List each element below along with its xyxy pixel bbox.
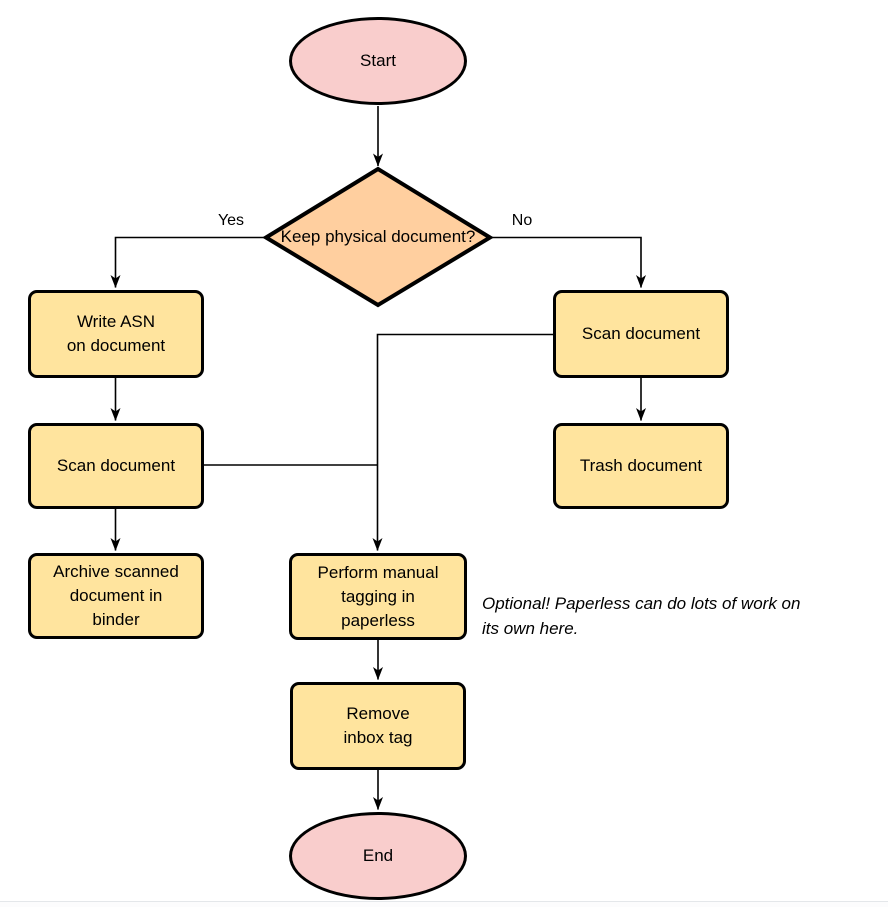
decision-diamond-shape xyxy=(262,166,494,308)
node-write-asn: Write ASN on document xyxy=(28,290,204,378)
edge-label-yes: Yes xyxy=(206,212,256,230)
node-perform-manual-tagging-label: Perform manual tagging in paperless xyxy=(317,562,439,630)
node-remove-inbox-tag-label: Remove inbox tag xyxy=(343,704,413,747)
edge-scan-right-to-perform-tagging xyxy=(372,333,553,551)
node-scan-document-left: Scan document xyxy=(28,423,204,509)
node-decision-label: Keep physical document? xyxy=(280,227,476,246)
node-scan-document-right-label: Scan document xyxy=(581,324,701,343)
node-start-label: Start xyxy=(360,51,396,70)
node-start: Start xyxy=(289,17,467,105)
node-trash-document: Trash document xyxy=(553,423,729,509)
node-end-label: End xyxy=(362,846,394,865)
page-boundary-line xyxy=(0,901,888,907)
node-write-asn-label: Write ASN on document xyxy=(66,312,166,355)
node-archive-scanned-document-label: Archive scanned document in binder xyxy=(53,562,179,629)
node-scan-document-right: Scan document xyxy=(553,290,729,378)
node-perform-manual-tagging: Perform manual tagging in paperless xyxy=(289,553,467,640)
node-trash-document-label: Trash document xyxy=(579,456,703,475)
edge-decision-yes-to-write-asn xyxy=(110,236,265,288)
edge-label-no: No xyxy=(498,212,546,230)
node-scan-document-left-label: Scan document xyxy=(56,456,176,475)
edge-decision-no-to-scan-right xyxy=(491,236,646,288)
optional-note: Optional! Paperless can do lots of work … xyxy=(482,594,801,638)
node-decision: Keep physical document? xyxy=(266,169,490,305)
node-archive-scanned-document: Archive scanned document in binder xyxy=(28,553,204,639)
node-remove-inbox-tag: Remove inbox tag xyxy=(290,682,466,770)
node-end: End xyxy=(289,812,467,900)
